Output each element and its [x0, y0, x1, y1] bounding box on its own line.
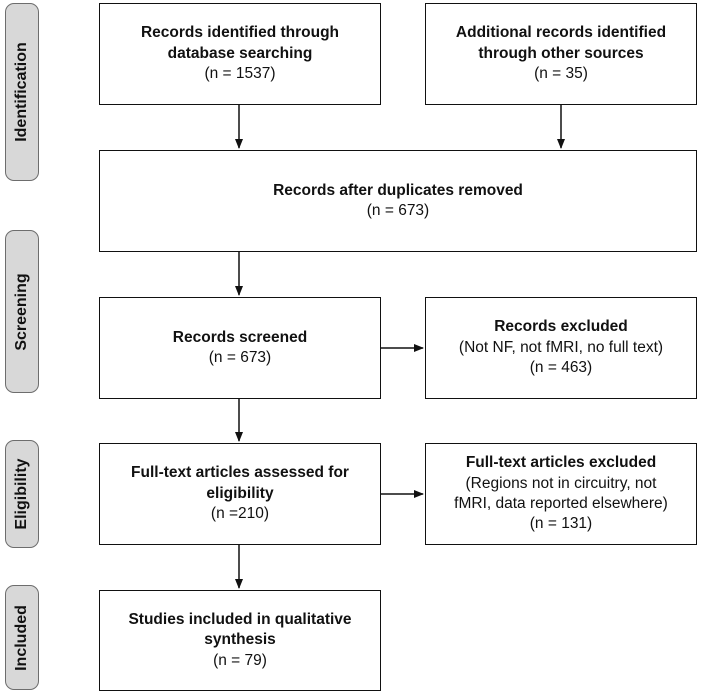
duplicates-removed-title: Records after duplicates removed: [273, 181, 523, 199]
fulltext-assessed-title-1: Full-text articles assessed for: [131, 464, 349, 482]
database-title-1: Records identified through: [140, 24, 340, 42]
other-sources-title-2: through other sources: [478, 44, 644, 62]
included-count: (n = 79): [213, 651, 267, 669]
box-other-sources: Additional records identified through ot…: [425, 3, 697, 105]
box-duplicates-removed: Records after duplicates removed (n = 67…: [99, 150, 697, 252]
box-fulltext-assessed: Full-text articles assessed for eligibil…: [99, 443, 381, 545]
database-title-2: database searching: [167, 44, 313, 62]
fulltext-excluded-count: (n = 131): [529, 515, 593, 533]
box-fulltext-excluded: Full-text articles excluded (Regions not…: [425, 443, 697, 545]
fulltext-excluded-detail-1: (Regions not in circuitry, not: [465, 474, 657, 492]
screened-count: (n = 673): [208, 349, 272, 366]
excluded-count: (n = 463): [529, 359, 593, 377]
screened-title: Records screened: [172, 328, 308, 346]
fulltext-assessed-title-2: eligibility: [206, 484, 274, 502]
database-count: (n = 1537): [204, 65, 276, 83]
included-title-1: Studies included in qualitative: [128, 610, 352, 628]
excluded-title: Records excluded: [494, 318, 628, 336]
phase-identification: Identification: [5, 3, 39, 181]
other-sources-title-1: Additional records identified: [455, 24, 667, 42]
duplicates-removed-count: (n = 673): [366, 202, 430, 219]
fulltext-excluded-detail-2: fMRI, data reported elsewhere): [454, 495, 668, 512]
box-studies-included: Studies included in qualitative synthesi…: [99, 590, 381, 691]
included-title-2: synthesis: [204, 631, 276, 649]
box-records-screened: Records screened (n = 673): [99, 297, 381, 399]
phase-eligibility: Eligibility: [5, 440, 39, 548]
other-sources-count: (n = 35): [534, 65, 588, 83]
fulltext-assessed-count: (n =210): [210, 505, 270, 523]
box-database-records: Records identified through database sear…: [99, 3, 381, 105]
excluded-detail: (Not NF, not fMRI, no full text): [458, 338, 664, 356]
fulltext-excluded-title: Full-text articles excluded: [465, 454, 657, 472]
box-records-excluded: Records excluded (Not NF, not fMRI, no f…: [425, 297, 697, 399]
phase-included: Included: [5, 585, 39, 690]
phase-screening: Screening: [5, 230, 39, 393]
